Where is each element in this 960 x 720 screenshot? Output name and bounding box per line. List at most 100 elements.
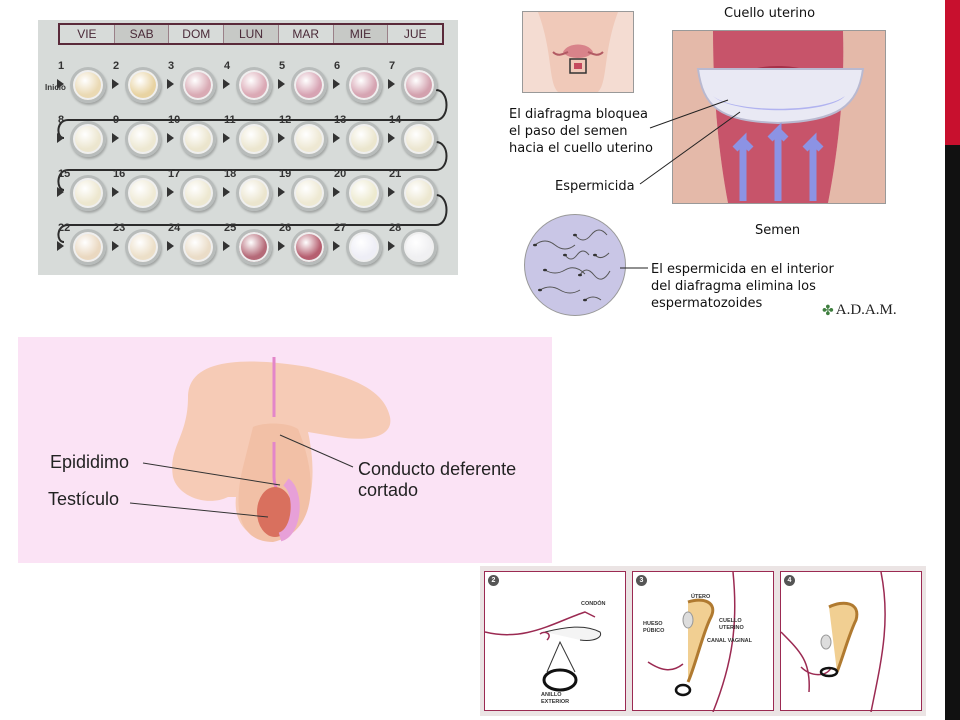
step-number: 3 (636, 575, 647, 586)
start-label: Inicio (45, 83, 66, 92)
vaginal-canal-label: CANAL VAGINAL (707, 638, 753, 644)
arrow-right-icon (57, 79, 64, 89)
pill-day-number: 3 (168, 60, 175, 72)
step-number: 2 (488, 575, 499, 586)
pill-day-number: 16 (113, 168, 126, 180)
arrow-right-icon (388, 241, 395, 251)
pill (125, 121, 161, 157)
kill-label: El espermicida en el interior del diafra… (651, 261, 834, 312)
brand-label: A.D.A.M. (835, 302, 897, 318)
pill (125, 229, 161, 265)
testicle-label: Testículo (48, 489, 120, 509)
female-condom-steps: 2 CONDÓN ANILLO EXTERIOR 3 ÚTERO HUESO P… (480, 566, 926, 716)
condom-label: CONDÓN (581, 601, 606, 607)
pill (70, 175, 106, 211)
block-label-line: hacia el cuello uterino (509, 141, 653, 156)
pill-day-number: 9 (113, 114, 120, 126)
pill (125, 175, 161, 211)
pill-day-number: 14 (389, 114, 402, 126)
arrow-right-icon (57, 187, 64, 197)
pill (401, 175, 437, 211)
vasectomy-illustration: Epididimo Testículo Conducto deferente c… (18, 337, 552, 563)
step-number: 4 (784, 575, 795, 586)
bone-label-line: HUESO (643, 621, 663, 627)
pill (70, 121, 106, 157)
condom-placed-drawing (781, 572, 886, 712)
pill (236, 67, 272, 103)
pill (236, 175, 272, 211)
pill-day-number: 8 (58, 114, 65, 126)
semen-label: Semen (755, 223, 801, 238)
pill-day-number: 4 (224, 60, 231, 72)
pill (291, 175, 327, 211)
arrow-right-icon (388, 187, 395, 197)
pill-day-number: 28 (389, 222, 402, 234)
pill-day-number: 22 (58, 222, 71, 234)
arrow-right-icon (388, 133, 395, 143)
pill-day-number: 12 (279, 114, 292, 126)
pill-day-number: 26 (279, 222, 292, 234)
arrow-right-icon (223, 133, 230, 143)
arrow-right-icon (333, 133, 340, 143)
pill-day-number: 18 (224, 168, 237, 180)
torso-illustration (538, 12, 618, 92)
vas-label-line: cortado (358, 480, 419, 500)
cervix-label-line: CUELLO (719, 618, 742, 624)
pill (70, 67, 106, 103)
pill-day-number: 10 (168, 114, 181, 126)
ring-label-line: EXTERIOR (541, 698, 570, 705)
pill-day-number: 2 (113, 60, 120, 72)
pill-day-number: 6 (334, 60, 341, 72)
pill (401, 67, 437, 103)
pill (291, 121, 327, 157)
arrow-right-icon (278, 241, 285, 251)
arrow-right-icon (223, 241, 230, 251)
kill-label-line: espermatozoides (651, 296, 763, 311)
pill-day-number: 5 (279, 60, 286, 72)
arrow-right-icon (223, 79, 230, 89)
arrow-right-icon (167, 133, 174, 143)
ring-label-line: ANILLO (541, 692, 562, 698)
weekday-header: VIE SAB DOM LUN MAR MIE JUE (58, 23, 444, 45)
arrow-right-icon (112, 133, 119, 143)
pubic-bone-label: HUESO PÚBICO (643, 621, 664, 634)
pill (346, 229, 382, 265)
condom-position-drawing (647, 572, 736, 712)
edge-bar-dark (945, 0, 960, 720)
weekday-label: JUE (403, 27, 427, 41)
cervix-small-label: CUELLO UTERINO (719, 618, 744, 631)
pill (236, 229, 272, 265)
arrow-right-icon (278, 133, 285, 143)
arrow-right-icon (333, 79, 340, 89)
pill-day-number: 1 (58, 60, 65, 72)
pill (401, 121, 437, 157)
arrow-right-icon (112, 79, 119, 89)
bone-label-line: PÚBICO (643, 627, 665, 634)
sperm-magnified-circle (524, 214, 626, 316)
cervix-drawing (673, 31, 885, 203)
block-label: El diafragma bloquea el paso del semen h… (509, 106, 653, 157)
pill (180, 121, 216, 157)
pill (291, 67, 327, 103)
ring-label: ANILLO EXTERIOR (541, 692, 569, 705)
edge-bar-accent (945, 0, 960, 145)
leaf-icon: ✤ (822, 302, 834, 319)
pill (346, 175, 382, 211)
block-label-line: El diafragma bloquea (509, 107, 648, 122)
uterus-label: ÚTERO (691, 594, 711, 600)
diaphragm-leader-lines (639, 99, 741, 185)
pill-day-number: 15 (58, 168, 71, 180)
arrow-right-icon (388, 79, 395, 89)
arrow-right-icon (57, 133, 64, 143)
pill-day-number: 13 (334, 114, 347, 126)
cervix-title: Cuello uterino (724, 6, 816, 21)
arrow-right-icon (278, 79, 285, 89)
male-anatomy-drawing (129, 357, 391, 542)
weekday-label: SAB (114, 25, 170, 43)
pill (180, 229, 216, 265)
pill-day-number: 24 (168, 222, 181, 234)
spermicide-label: Espermicida (555, 179, 635, 194)
arrow-right-icon (112, 187, 119, 197)
pill (346, 67, 382, 103)
